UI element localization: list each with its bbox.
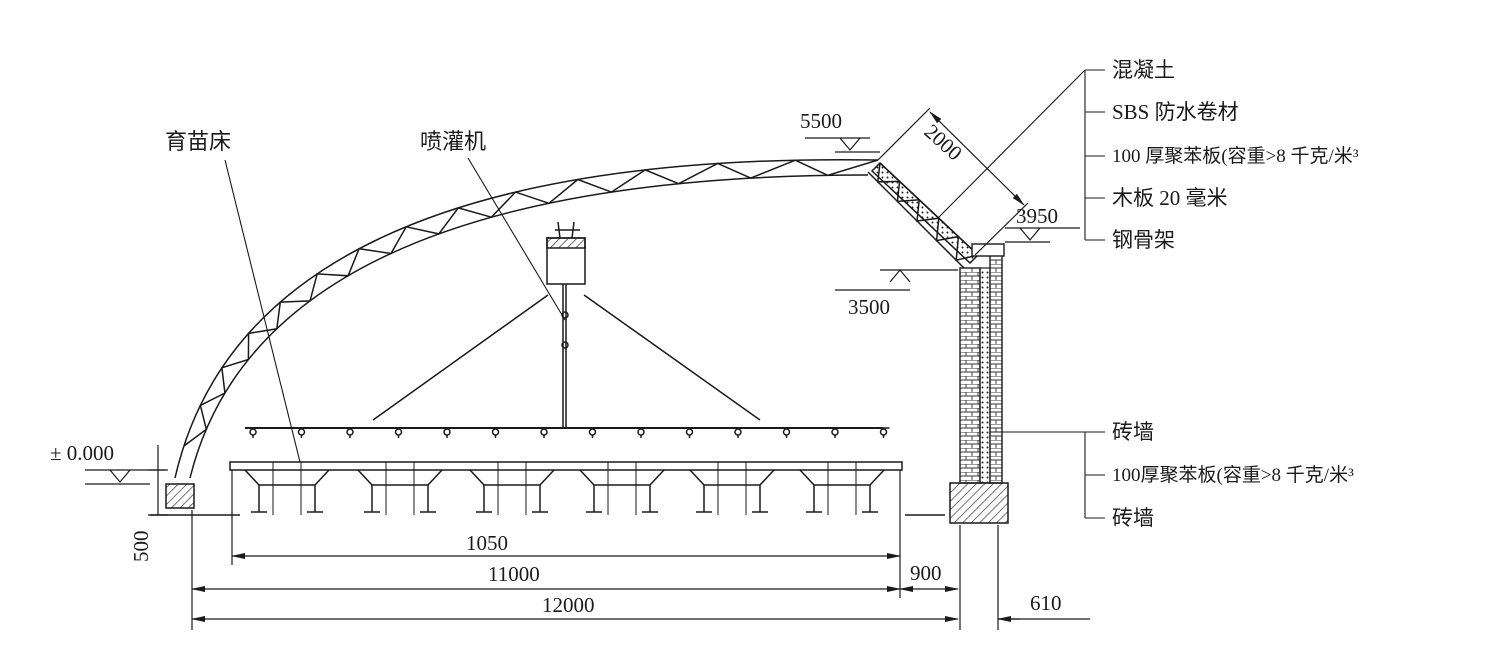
sprinkler-nozzle [586, 427, 599, 438]
dim-900: 900 [910, 561, 942, 585]
sprinkler-nozzle [635, 427, 647, 438]
roof-layer-5: 钢骨架 [1112, 228, 1175, 252]
wall-layer-2: 100厚聚苯板(容重>8 千克/米³ [1112, 465, 1354, 486]
sprinkler-machine [245, 221, 890, 438]
dim-610: 610 [1030, 591, 1062, 615]
arched-roof-truss [174, 158, 879, 479]
wall-layer-3: 砖墙 [1112, 506, 1154, 530]
roof-layer-1: 混凝土 [1112, 58, 1175, 82]
roof-layer-2: SBS 防水卷材 [1112, 100, 1239, 124]
sprinkler-label: 喷灌机 [420, 129, 487, 154]
dim-11000: 11000 [488, 562, 540, 586]
sprinkler-nozzle [295, 427, 308, 438]
dim-5500: 5500 [800, 109, 842, 133]
seedbed-frame [579, 462, 665, 515]
truss-web [183, 159, 879, 447]
dim-500: 500 [129, 530, 153, 563]
left-footing [165, 483, 195, 509]
seedbed-frame [799, 462, 885, 515]
dim-0000: ± 0.000 [50, 441, 115, 465]
dim-3950: 3950 [1016, 204, 1058, 228]
elevation-markers [85, 137, 1080, 485]
seedbed-frame [357, 462, 443, 515]
dim-12000: 12000 [542, 593, 595, 617]
seedbed-frame [689, 462, 775, 515]
dim-3500: 3500 [848, 295, 890, 319]
seedbed-tables [229, 461, 903, 515]
sprinkler-nozzle [344, 427, 356, 438]
sprinkler-nozzle [732, 427, 744, 438]
sprinkler-nozzle [489, 427, 502, 438]
truss-outer-chord [174, 158, 879, 479]
dim-horizontal-lines [191, 470, 1090, 630]
sprinkler-nozzle [392, 427, 405, 438]
sprinkler-nozzle [538, 427, 550, 438]
dim-2000-line [877, 107, 1029, 256]
dim-500-line [148, 445, 168, 516]
sprinkler-nozzle [829, 427, 841, 438]
north-roof-slope [867, 161, 980, 271]
dim-1050: 1050 [466, 531, 508, 555]
sprinkler-nozzle [441, 427, 453, 438]
seedbed-label: 育苗床 [165, 129, 232, 154]
wall-layer-1: 砖墙 [1112, 420, 1154, 444]
north-brick-wall [949, 243, 1009, 524]
roof-layer-3: 100 厚聚苯板(容重>8 千克/米³ [1112, 146, 1359, 167]
sprinkler-nozzle [247, 427, 259, 438]
roof-layer-4: 木板 20 毫米 [1112, 186, 1228, 210]
sprinkler-nozzle [877, 427, 890, 438]
seedbed-frame [244, 462, 330, 515]
truss-inner-chord [189, 174, 869, 479]
sprinkler-nozzle [780, 427, 793, 438]
seedbed-frame [469, 462, 555, 515]
sprinkler-nozzle [683, 427, 696, 438]
